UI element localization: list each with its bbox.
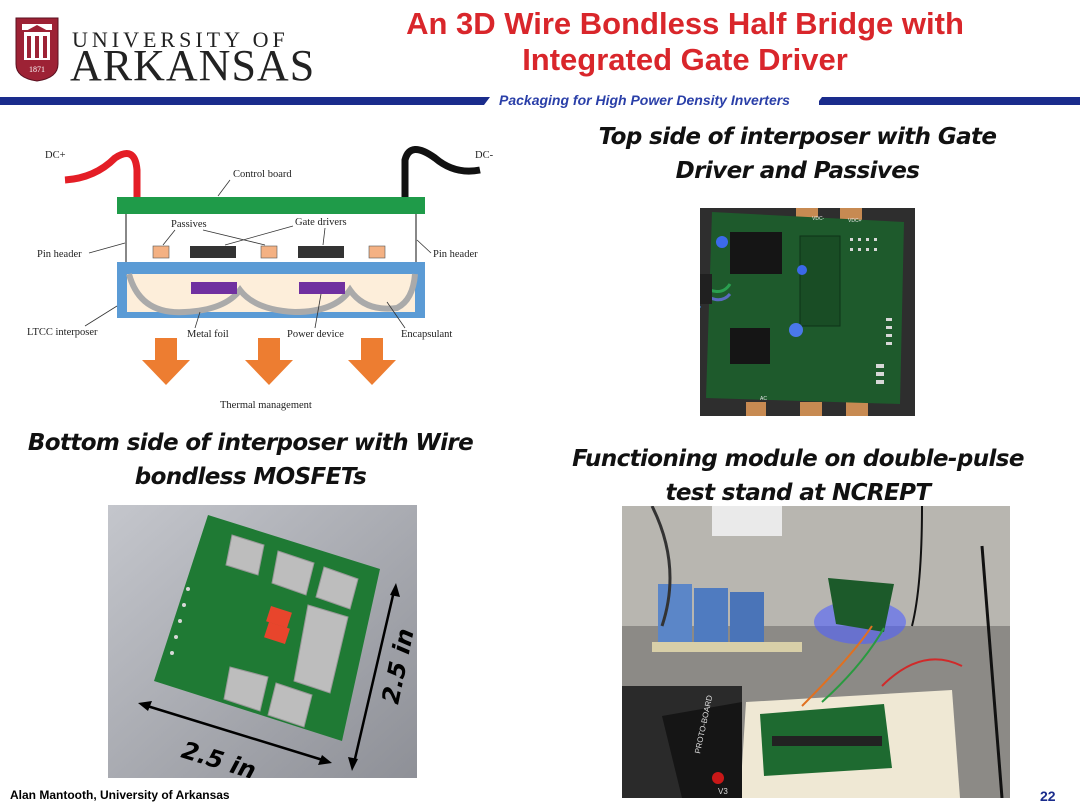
caption-func-line-1: Functioning module on double-pulse [572,446,1024,472]
vdc-plus-label: VDC+ [848,218,862,224]
control-board-label: Control board [233,169,292,180]
thermal-management-label: Thermal management [220,400,312,411]
pin-header-right-label: Pin header [433,249,478,260]
caption-functioning-module: Functioning module on double-pulse test … [548,442,1048,510]
gate-drivers-label: Gate drivers [295,217,347,228]
cross-section-diagram: DC+ DC- Control board Pin header Pin hea… [27,146,494,411]
photo-bottom-side-interposer: 2.5 in 2.5 in [108,505,417,778]
page-number: 22 [1040,788,1056,804]
slide-title: An 3D Wire Bondless Half Bridge with Int… [340,6,1030,78]
gate-driver-1 [190,246,236,258]
dc-minus-cable [401,146,481,198]
passive-3 [368,245,386,259]
thermal-arrow-3 [348,338,396,385]
thermal-arrow-2 [245,338,293,385]
title-line-1: An 3D Wire Bondless Half Bridge with [406,6,964,41]
caption-bottom-line-2: bondless MOSFETs [134,464,367,490]
photo-top-side-interposer: VDC- VDC+ AC [700,208,915,416]
encapsulant-label: Encapsulant [401,329,452,340]
thermal-arrow-1 [142,338,190,385]
vdc-minus-label: VDC- [812,216,825,222]
caption-top-line-1: Top side of interposer with Gate [598,124,997,150]
university-seal-logo: 1871 [15,17,59,82]
caption-top-side: Top side of interposer with Gate Driver … [560,120,1035,188]
university-name-top: UNIVERSITY OF [72,27,289,52]
slide-subtitle: Packaging for High Power Density Inverte… [495,92,819,108]
power-device-2 [299,282,345,294]
dc-minus-label: DC- [475,150,494,161]
power-device-1 [191,282,237,294]
header-divider-bar [0,97,1080,105]
title-line-2: Integrated Gate Driver [522,42,848,77]
passive-1 [152,245,170,259]
photo-double-pulse-test-stand: PROTO-BOARD V3 [622,506,1010,798]
university-name-main: ARKANSAS [70,41,316,90]
seal-year: 1871 [29,65,45,74]
dc-plus-cable [64,150,141,198]
ltcc-interposer-label: LTCC interposer [27,327,98,338]
caption-bottom-side: Bottom side of interposer with Wire bond… [8,426,493,494]
footer-author: Alan Mantooth, University of Arkansas [10,788,230,802]
metal-foil-label: Metal foil [187,329,229,340]
dc-plus-label: DC+ [45,150,66,161]
caption-bottom-line-1: Bottom side of interposer with Wire [27,430,474,456]
v3-label: V3 [718,787,728,796]
passive-2 [260,245,278,259]
caption-top-line-2: Driver and Passives [675,158,920,184]
control-board [117,197,425,214]
passives-label: Passives [171,219,207,230]
gate-driver-2 [298,246,344,258]
pin-header-left-label: Pin header [37,249,82,260]
power-device-label: Power device [287,329,344,340]
caption-func-line-2: test stand at NCREPT [665,480,932,506]
ac-label: AC [760,396,767,402]
metal-foil [126,273,418,316]
